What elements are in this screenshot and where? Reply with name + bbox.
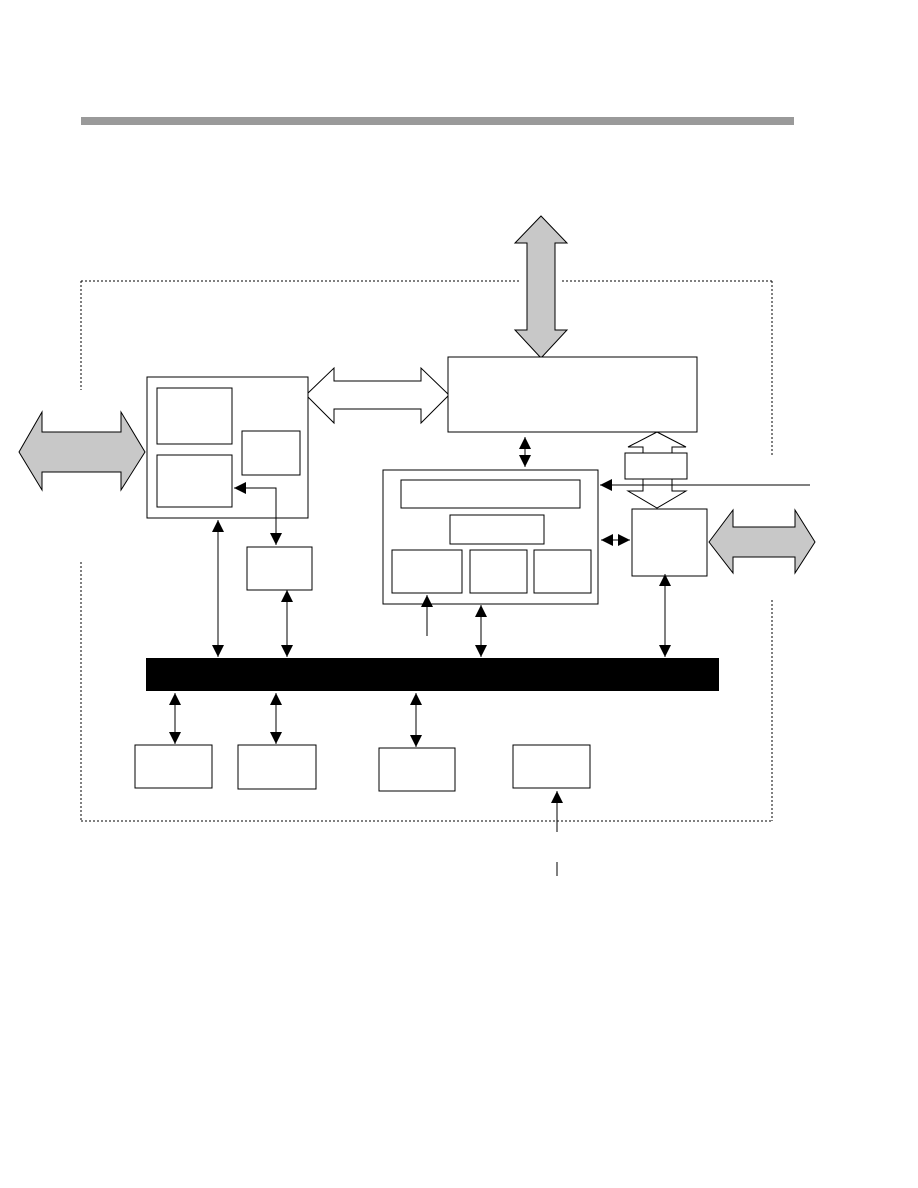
center-block-top-bar	[400, 479, 581, 509]
right-box	[631, 508, 708, 577]
bottom-box-2	[237, 744, 317, 790]
system-bus	[146, 658, 719, 691]
right-connector-box	[624, 452, 688, 480]
center-block-middle-box	[449, 514, 545, 545]
external-left-double-arrow	[18, 410, 146, 492]
left-block-sub-right	[241, 430, 301, 476]
left-block-sub-bottom	[156, 454, 233, 508]
center-block-sub-left	[391, 549, 463, 594]
external-right-double-arrow	[708, 508, 816, 575]
header-rule	[81, 117, 794, 125]
center-block-sub-right	[533, 549, 592, 594]
bottom-box-3	[378, 747, 456, 792]
wide-arrow-left-to-top-block	[305, 366, 450, 425]
center-block-sub-middle	[469, 549, 528, 594]
left-small-box	[246, 546, 313, 591]
bottom-box-1	[134, 744, 213, 789]
external-top-double-arrow	[513, 215, 569, 359]
arrow-small-box-left-sub	[234, 482, 282, 545]
top-wide-block	[447, 356, 698, 433]
bottom-box-4	[512, 744, 591, 789]
left-block-sub-top	[156, 387, 233, 445]
system-boundary	[80, 280, 773, 822]
